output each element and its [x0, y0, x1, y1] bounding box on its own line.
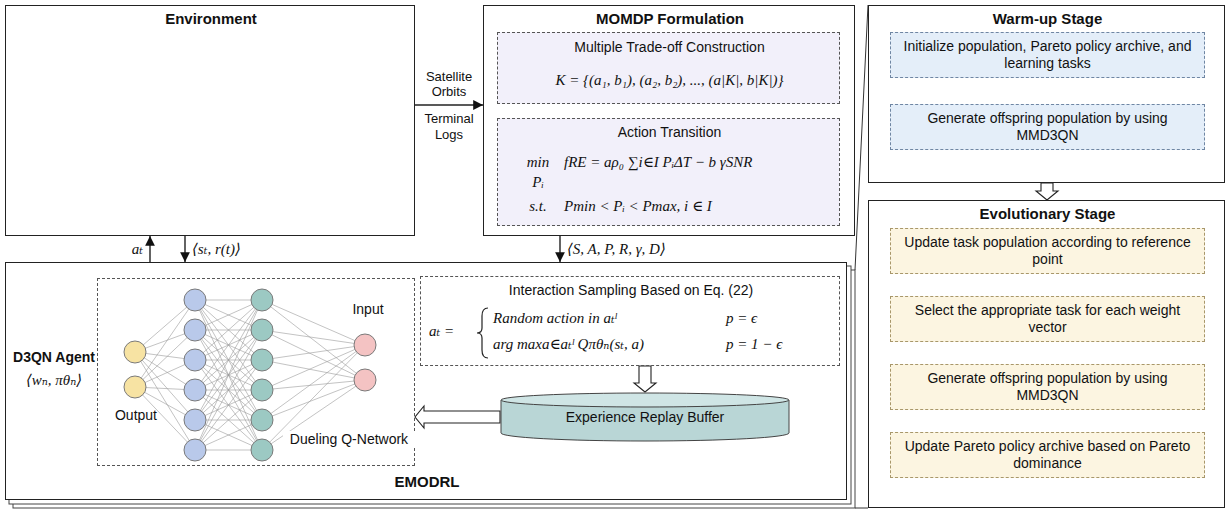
block-arrow	[415, 406, 500, 428]
network-link	[262, 300, 365, 380]
node-text: Update Pareto policy archive based on Pa…	[901, 438, 1194, 472]
neuron	[184, 409, 206, 431]
neuron	[251, 379, 273, 401]
neuron	[184, 319, 206, 341]
heading: Environment	[6, 10, 416, 28]
network-link	[262, 380, 365, 420]
neuron	[184, 379, 206, 401]
node-text: Action Transition	[498, 124, 841, 141]
formulation-panel: MOMDP FormulationMultiple Trade-off Cons…	[483, 5, 855, 236]
network-link	[262, 345, 365, 420]
zoom-line	[855, 5, 868, 270]
formula-text: p = ϵ	[726, 309, 836, 327]
network-link	[195, 300, 262, 390]
zoom-line	[855, 508, 868, 509]
neuron	[251, 319, 273, 341]
arrow	[184, 236, 185, 262]
heading: MOMDP Formulation	[484, 10, 856, 28]
arrow	[415, 104, 483, 105]
network-box: InputOutputDueling Q-Network	[97, 278, 415, 466]
cylinder-top	[501, 393, 789, 407]
node-text: Select the appropriate task for each wei…	[901, 302, 1194, 336]
brace	[477, 308, 488, 358]
block-arrow	[634, 366, 656, 392]
arrow	[149, 236, 150, 262]
buffer-cylinder: Experience Replay Buffer	[500, 392, 790, 442]
formula-text: p = 1 − ϵ	[726, 335, 836, 353]
process-box: Update task population according to refe…	[890, 228, 1205, 274]
formula-text: min	[516, 153, 560, 171]
neuron	[184, 289, 206, 311]
neuron	[124, 376, 146, 398]
formula-text: fRE = aρ₀ ∑i∈I PᵢΔT − b γSNR	[564, 153, 836, 171]
formula-text: Pmin < Pᵢ < Pmax, i ∈ I	[564, 197, 836, 215]
neuron	[251, 439, 273, 461]
formula-box: Multiple Trade-off Construction K = {(a₁,…	[497, 32, 840, 104]
node-text: Interaction Sampling Based on Eq. (22)	[421, 282, 841, 299]
network-link	[262, 345, 365, 390]
formula-text: Pᵢ	[516, 173, 560, 191]
node-text: Dueling Q-Network	[283, 431, 415, 448]
neuron	[184, 349, 206, 371]
neuron	[251, 409, 273, 431]
node-text: Multiple Trade-off Construction	[498, 39, 841, 56]
formula-box: Action Transition minfRE = aρ₀ ∑i∈I PᵢΔT …	[497, 118, 840, 226]
process-box: Generate offspring population by using M…	[890, 364, 1205, 410]
process-box: Generate offspring population by using M…	[890, 104, 1205, 150]
neuron	[124, 341, 146, 363]
edge-label: aₜ	[103, 240, 143, 258]
formula-text: s.t.	[516, 197, 560, 215]
edge-label: Satellite Orbits	[416, 69, 482, 100]
network-link	[262, 330, 365, 380]
edge-label: ⟨S, A, P, R, γ, D⟩	[567, 240, 727, 258]
node-text: Experience Replay Buffer	[566, 409, 725, 426]
network-link	[195, 360, 262, 450]
formula-text: K = {(a₁, b₁), (a₂, b₂), ..., (a|K|, b|K…	[498, 71, 841, 89]
node-text: Output	[106, 407, 166, 424]
block-arrow	[1036, 183, 1058, 200]
node-text: Generate offspring population by using M…	[901, 370, 1194, 404]
node-text: Generate offspring population by using M…	[901, 110, 1194, 144]
sampling-box: Interaction Sampling Based on Eq. (22) aₜ…	[420, 276, 840, 366]
network-link	[262, 380, 365, 390]
process-box: Initialize population, Pareto policy arc…	[890, 32, 1205, 78]
framework-panel: EMODRLD3QN Agent⟨wₙ, πθₙ⟩InputOutputDuel…	[5, 262, 847, 500]
edge-label: ⟨sₜ, r(t)⟩	[192, 240, 292, 258]
arrow	[559, 236, 560, 262]
neuron	[184, 439, 206, 461]
formula-text: ⟨wₙ, πθₙ⟩	[8, 371, 100, 389]
node-text: Input	[346, 301, 390, 318]
formula-text: arg maxa∈aₜˡ Qπθₙ(sₜ, a)	[493, 335, 718, 353]
heading: D3QN Agent	[8, 349, 100, 366]
stack-front	[5, 262, 847, 500]
stage-panel: Evolutionary StageUpdate task population…	[868, 200, 1225, 508]
network-link	[262, 360, 365, 380]
network-link	[195, 300, 262, 390]
process-box: Select the appropriate task for each wei…	[890, 296, 1205, 342]
network-link	[195, 300, 262, 450]
network-link	[195, 360, 262, 450]
network-link	[262, 345, 365, 360]
network-link	[195, 300, 262, 450]
process-box: Update Pareto policy archive based on Pa…	[890, 432, 1205, 478]
neuron	[354, 334, 376, 356]
environment-panel: Environment	[5, 5, 415, 236]
free-label: Terminal Logs	[417, 111, 481, 142]
formula-text: aₜ =	[429, 322, 479, 340]
neuron	[354, 369, 376, 391]
neuron	[251, 349, 273, 371]
formula-text: Random action in aₜˡ	[493, 309, 718, 327]
heading: Warm-up Stage	[869, 10, 1226, 28]
stage-panel: Warm-up StageInitialize population, Pare…	[868, 5, 1225, 183]
node-text: Initialize population, Pareto policy arc…	[901, 38, 1194, 72]
neuron	[251, 289, 273, 311]
network-link	[262, 300, 365, 345]
heading: Evolutionary Stage	[869, 205, 1226, 223]
network-link	[135, 300, 195, 387]
heading: EMODRL	[6, 473, 848, 491]
node-text: Update task population according to refe…	[901, 234, 1194, 268]
